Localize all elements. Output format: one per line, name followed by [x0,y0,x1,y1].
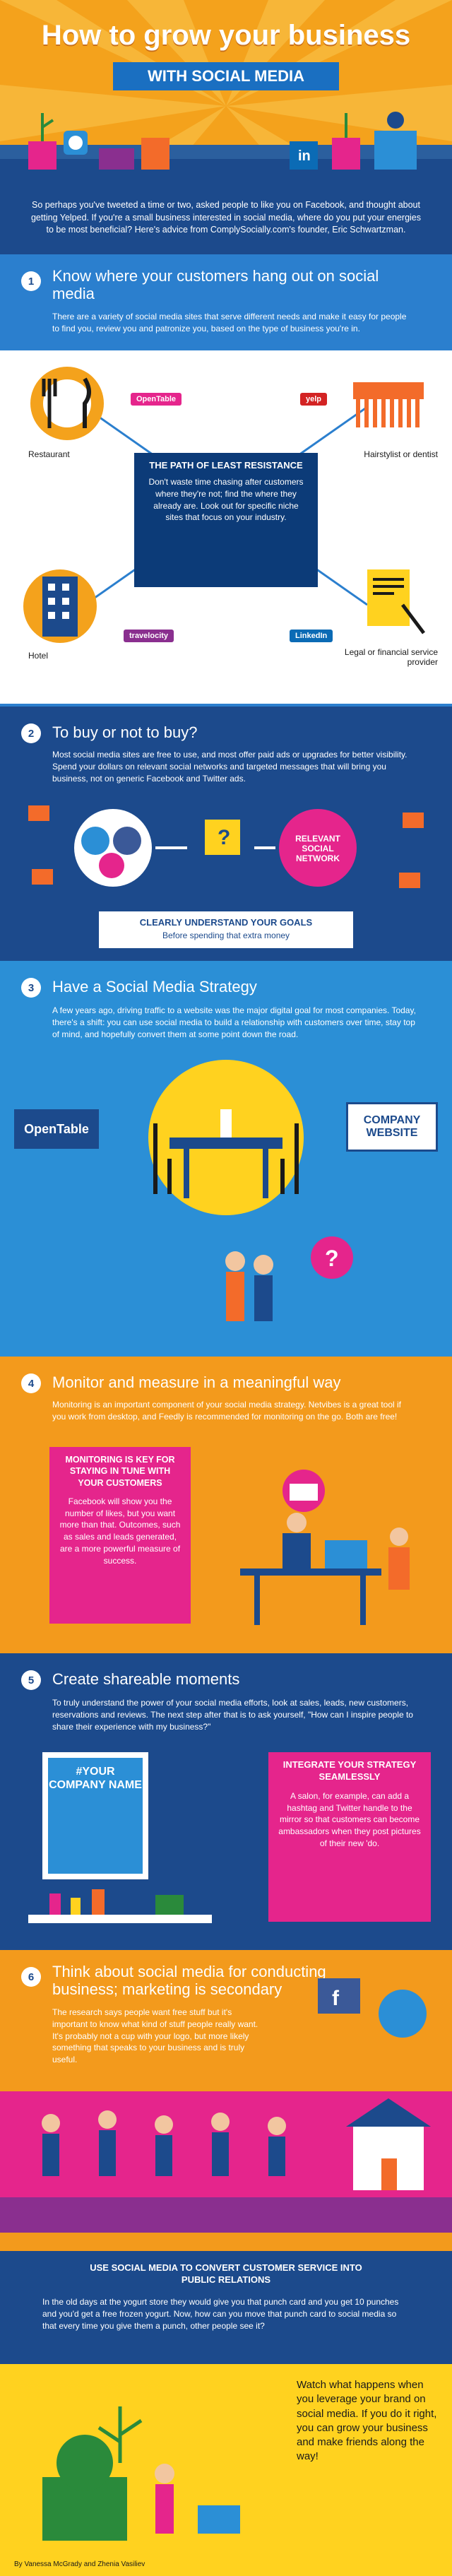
closing-section: Watch what happens when you leverage you… [0,2364,452,2576]
hotel-icon [23,569,97,643]
step-number-2: 2 [21,723,41,743]
label-hairstylist: Hairstylist or dentist [364,449,438,459]
gardener-illustration [42,2406,240,2541]
social-bubbles-illustration: f [318,1978,427,2038]
goals-body: Before spending that extra money [162,930,290,940]
step-number-4: 4 [21,1373,41,1393]
section-1-heading: Know where your customers hang out on so… [52,267,379,303]
twitter-plant-illustration [28,113,170,170]
subtitle-banner: WITH SOCIAL MEDIA [113,62,339,90]
section-6: 6 Think about social media for conductin… [0,1950,452,2251]
section-5: 5 Create shareable moments To truly unde… [0,1653,452,1950]
section-4-heading: Monitor and measure in a meaningful way [52,1373,341,1391]
convert-title: USE SOCIAL MEDIA TO CONVERT CUSTOMER SER… [90,2262,362,2285]
section-2-heading: To buy or not to buy? [52,723,198,741]
couple-question-illustration: ? [225,1236,353,1321]
badge-opentable: OpenTable [131,393,182,406]
monitoring-card: MONITORING IS KEY FOR STAYING IN TUNE WI… [49,1447,191,1624]
credit-line: By Vanessa McGrady and Zhenia Vasiliev [14,2560,145,2568]
linkedin-plant-illustration: in [290,112,417,170]
opentable-label: OpenTable [24,1121,89,1136]
desk-worker-illustration [240,1470,410,1625]
intro-text: So perhaps you've tweeted a time or two,… [30,200,422,235]
document-icon [367,569,425,634]
svg-text:f: f [332,1987,340,2010]
label-hotel: Hotel [28,651,49,661]
section-1: 1 Know where your customers hang out on … [0,254,452,707]
illustration-panel: Restaurant OpenTable Hairstylist or dent… [0,350,452,704]
section-4-body: Monitoring is an important component of … [52,1400,402,1422]
mirror-hashtag: #YOUR COMPANY NAME [49,1766,142,1792]
step-number-3: 3 [21,978,41,998]
badge-travelocity: travelocity [124,630,174,642]
least-resistance-card: THE PATH OF LEAST RESISTANCE Don't waste… [134,453,318,587]
salon-products-illustration [28,1889,212,1923]
section-1-body: There are a variety of social media site… [52,312,407,333]
goals-box: CLEARLY UNDERSTAND YOUR GOALS Before spe… [99,911,353,948]
integrate-card-body: A salon, for example, can add a hashtag … [278,1790,421,1848]
section-4: 4 Monitor and measure in a meaningful wa… [0,1357,452,1653]
section-5-heading: Create shareable moments [52,1670,240,1688]
social-networks-illustration: ? [28,805,424,888]
svg-text:?: ? [325,1246,339,1271]
intro-section: So perhaps you've tweeted a time or two,… [0,189,452,254]
company-website-box: COMPANY WEBSITE [346,1102,438,1152]
section-6-body: The research says people want free stuff… [52,2007,258,2065]
svg-text:?: ? [218,826,230,849]
card-title: THE PATH OF LEAST RESISTANCE [149,460,303,471]
integrate-card: INTEGRATE YOUR STRATEGY SEAMLESSLY A sal… [268,1752,431,1922]
step-number-6: 6 [21,1967,41,1987]
step-number-1: 1 [21,271,41,291]
section-6-heading: Think about social media for conducting … [52,1963,326,1999]
section-3: 3 Have a Social Media Strategy A few yea… [0,961,452,1357]
monitoring-card-body: Facebook will show you the number of lik… [59,1496,181,1566]
salon-mirror: #YOUR COMPANY NAME [42,1752,148,1879]
restaurant-icon [30,367,104,440]
svg-text:in: in [298,148,311,164]
label-legal: Legal or financial service provider [344,647,438,667]
running-crowd-band [0,2091,452,2233]
header-section: How to grow your business WITH SOCIAL ME… [0,0,452,189]
integrate-card-title: INTEGRATE YOUR STRATEGY SEAMLESSLY [282,1759,417,1782]
convert-section: USE SOCIAL MEDIA TO CONVERT CUSTOMER SER… [0,2251,452,2364]
dinner-table-illustration [148,1060,304,1215]
page-title: How to grow your business [41,20,411,51]
section-3-body: A few years ago, driving traffic to a we… [52,1005,416,1039]
running-people-illustration [0,2098,452,2233]
convert-body: In the old days at the yogurt store they… [42,2297,399,2331]
company-website-label: COMPANY WEBSITE [363,1114,421,1139]
page-subtitle: WITH SOCIAL MEDIA [147,67,305,85]
monitoring-card-title: MONITORING IS KEY FOR STAYING IN TUNE WI… [65,1455,175,1488]
section-2-body: Most social media sites are free to use,… [52,750,408,784]
opentable-box: OpenTable [14,1109,99,1149]
comb-icon [353,382,424,427]
section-5-body: To truly understand the power of your so… [52,1698,413,1732]
badge-yelp: yelp [300,393,328,406]
relevant-network-label: RELEVANT SOCIAL NETWORK [295,834,340,863]
badge-linkedin: LinkedIn [290,630,333,642]
section-3-heading: Have a Social Media Strategy [52,978,257,995]
step-number-5: 5 [21,1670,41,1690]
section-2: 2 To buy or not to buy? Most social medi… [0,707,452,961]
label-restaurant: Restaurant [28,449,70,459]
goals-title: CLEARLY UNDERSTAND YOUR GOALS [139,917,313,928]
closing-text: Watch what happens when you leverage you… [297,2379,437,2463]
card-body: Don't waste time chasing after customers… [148,477,304,523]
